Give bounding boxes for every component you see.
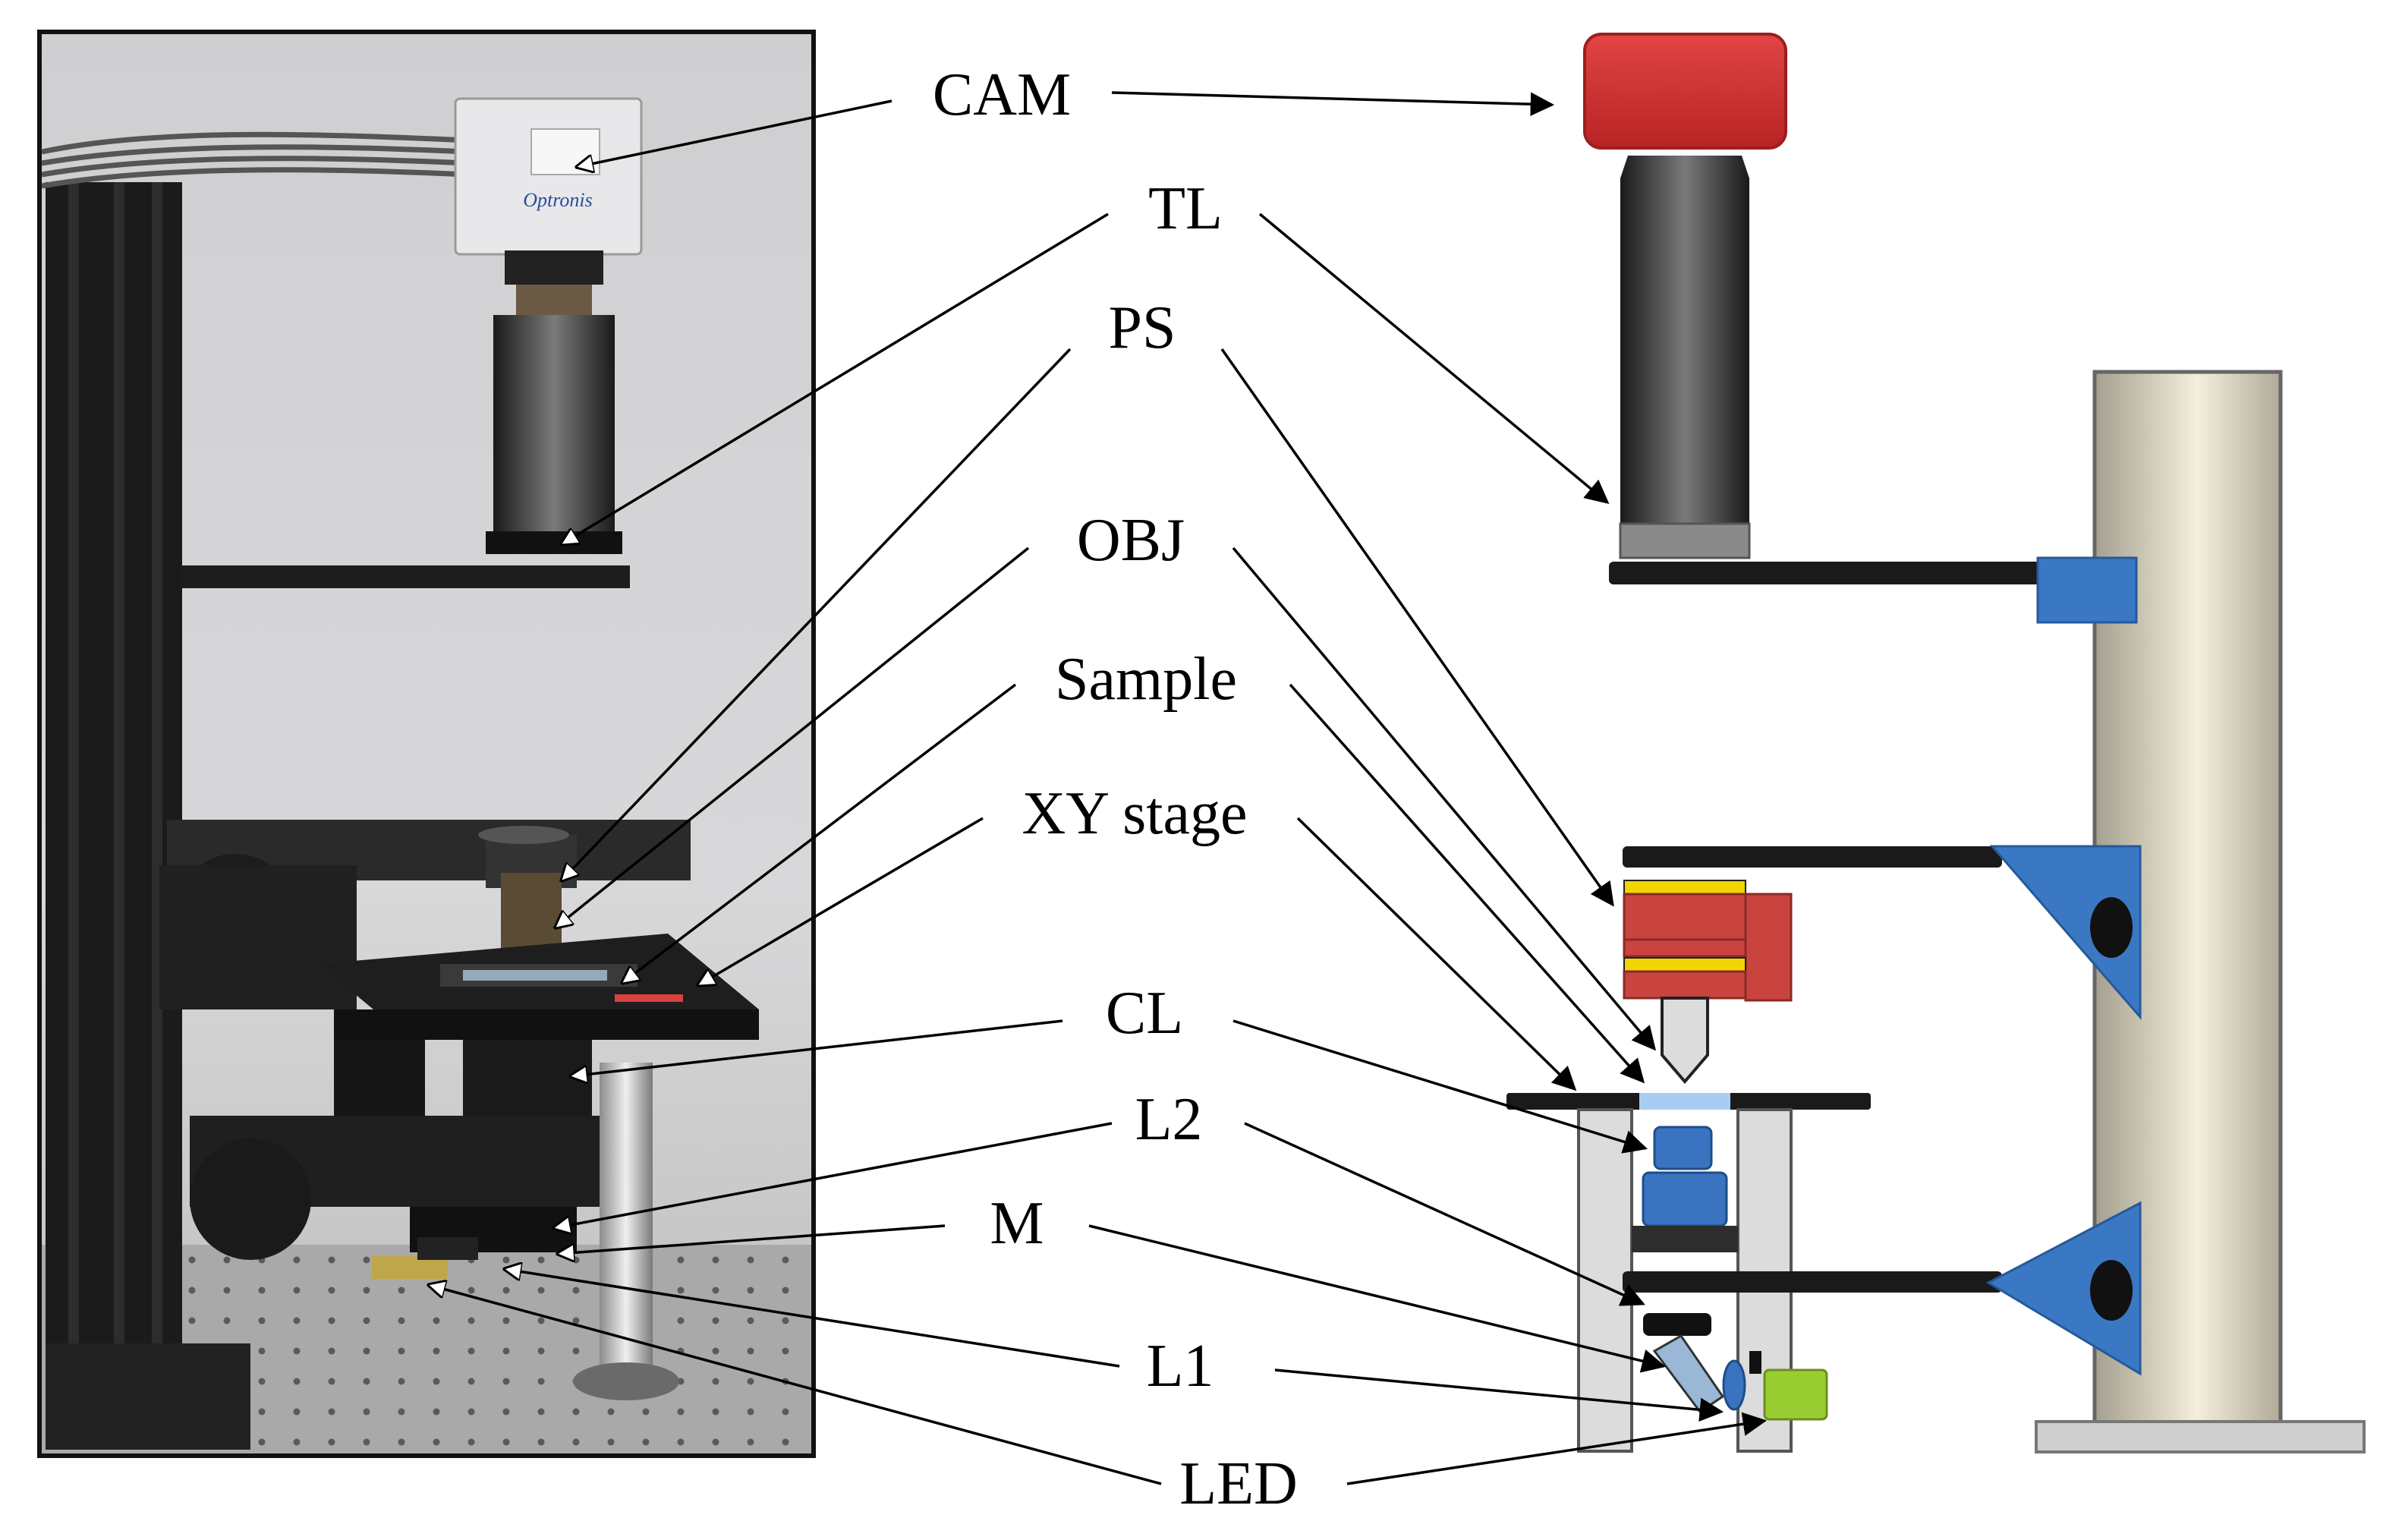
schematic-lower-screw — [2090, 1260, 2133, 1321]
schematic-mid-bracket — [1989, 845, 2142, 1021]
label-cam: CAM — [932, 61, 1072, 128]
camera-cables — [41, 131, 467, 189]
photo-camera: Optronis — [454, 97, 643, 319]
schematic-tube-lens-mount — [1619, 522, 1751, 559]
label-led: LED — [1179, 1450, 1298, 1517]
photo-tube-lens — [486, 315, 622, 554]
schematic-lower-shelf — [1623, 1271, 2002, 1293]
schematic-lens-l1 — [1722, 1359, 1746, 1411]
label-obj: OBJ — [1076, 507, 1185, 574]
schematic-led-mount — [1749, 1351, 1761, 1374]
schematic-upper-clamp — [2036, 556, 2138, 624]
vertical-rail — [46, 182, 250, 1450]
schematic-objective — [1661, 997, 1709, 1085]
label-cl: CL — [1105, 980, 1184, 1047]
callout-arrows — [429, 91, 1768, 1485]
label-l1: L1 — [1146, 1333, 1214, 1400]
label-tl: TL — [1148, 175, 1223, 242]
schematic-tube-lens — [1620, 156, 1749, 524]
label-ps: PS — [1108, 294, 1176, 361]
schematic-condenser — [1632, 1126, 1738, 1252]
schematic-lower-bracket — [1985, 1201, 2142, 1376]
schematic-mid-screw — [2090, 897, 2133, 958]
schematic — [1506, 33, 2366, 1453]
camera-brand-label: Optronis — [523, 189, 593, 211]
label-l2: L2 — [1135, 1086, 1203, 1153]
schematic-mid-shelf — [1623, 846, 2002, 868]
label-m: M — [990, 1190, 1044, 1257]
schematic-upper-shelf — [1609, 562, 2045, 584]
photograph: Optronis — [37, 30, 816, 1458]
schematic-lens-l2 — [1643, 1313, 1711, 1336]
schematic-base — [2035, 1420, 2366, 1453]
schematic-led — [1763, 1368, 1828, 1421]
schematic-mirror — [1652, 1334, 1725, 1414]
label-xy-stage: XY stage — [1022, 780, 1248, 847]
photo-upper-shelf — [182, 565, 630, 588]
schematic-sample — [1639, 1093, 1730, 1110]
photo-microscope-body — [159, 820, 759, 1400]
label-sample: Sample — [1055, 646, 1237, 713]
schematic-camera — [1583, 33, 1787, 150]
schematic-piezo-stage — [1623, 880, 1793, 1002]
